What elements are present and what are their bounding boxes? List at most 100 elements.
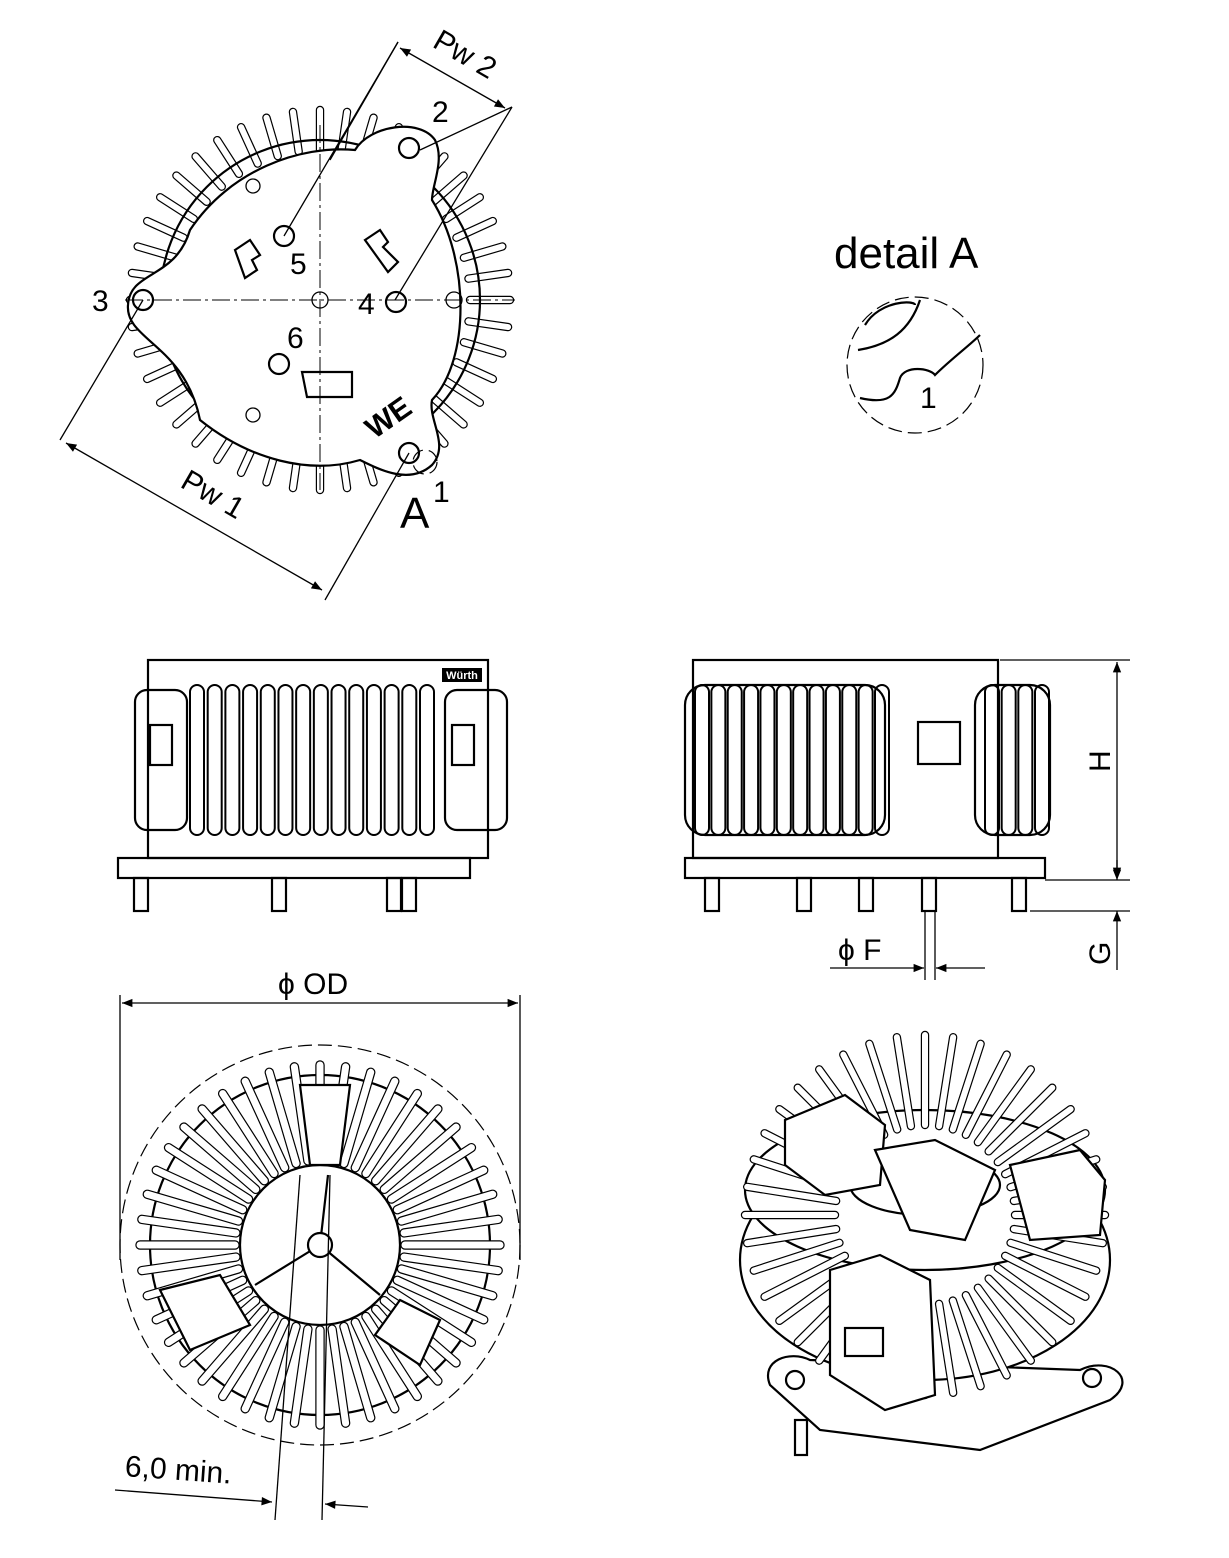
body-outline <box>146 658 490 860</box>
holder-slot <box>148 723 174 767</box>
g-label: G <box>1084 942 1117 965</box>
detail-title: detail A <box>834 229 979 278</box>
pins <box>132 876 418 913</box>
winding-turn <box>206 684 223 836</box>
winding-turn <box>401 684 418 836</box>
pw1-dimension <box>65 442 323 591</box>
brand-label: Würth <box>446 670 478 682</box>
winding-turn <box>238 124 261 167</box>
winding-turn <box>1000 684 1017 836</box>
winding-turn <box>138 1215 240 1237</box>
winding <box>694 684 1050 836</box>
winding-turn <box>365 684 382 836</box>
detail-circle <box>846 296 984 434</box>
winding-turn <box>419 684 435 836</box>
winding-turn <box>372 1105 442 1185</box>
winding-turn <box>460 339 506 357</box>
pin-label-2: 2 <box>432 96 449 129</box>
pins <box>131 136 463 465</box>
winding-turn <box>290 1325 312 1427</box>
extension-line <box>419 106 513 151</box>
winding-turn <box>985 1084 1056 1155</box>
winding-turn <box>744 1226 840 1247</box>
pin-hole <box>1081 1367 1103 1389</box>
winding-turn <box>994 1106 1074 1166</box>
winding-turn <box>726 684 743 836</box>
holder-slot <box>916 720 962 766</box>
min-label: 6,0 min. <box>124 1450 233 1490</box>
winding-turn <box>453 359 496 382</box>
pin <box>1010 876 1028 913</box>
winding-turn <box>761 1252 848 1300</box>
winding-turn <box>694 684 710 836</box>
pw2-label: Pw 2 <box>428 24 502 86</box>
winding-turn <box>340 1068 375 1167</box>
holder-pocket <box>1008 1148 1107 1242</box>
pin <box>400 876 418 913</box>
winding-turn <box>134 243 180 261</box>
winding-turn <box>242 684 259 836</box>
holder-slot <box>300 370 354 399</box>
winding-turn <box>173 172 210 205</box>
extension-line <box>283 41 399 237</box>
holder-pocket <box>783 1093 887 1197</box>
winding-turn <box>750 1239 843 1274</box>
winding-turn <box>962 1051 1010 1138</box>
winding-turn <box>180 1123 260 1193</box>
winding-turn <box>743 684 760 836</box>
winding-turn <box>192 153 225 190</box>
winding-turn <box>241 1318 289 1413</box>
center-hole <box>311 291 329 309</box>
winding-turn <box>936 1300 957 1396</box>
winding-turn <box>398 1190 497 1225</box>
winding-turn <box>857 684 874 836</box>
winding-turn <box>380 1123 460 1193</box>
core-side <box>683 683 887 837</box>
top-view: WE Pw 2 Pw 1 2 5 3 4 6 1 A <box>59 24 515 601</box>
winding-turn <box>259 684 276 836</box>
winding-turn <box>400 1215 502 1237</box>
winding-turn <box>936 1034 957 1130</box>
winding-turn <box>985 1275 1056 1346</box>
winding-turn <box>165 1144 252 1203</box>
pin-ring <box>864 301 917 326</box>
winding-turn <box>388 1144 475 1203</box>
core-side <box>973 683 1052 837</box>
brand-label-plate <box>442 668 482 682</box>
winding-turn <box>219 1313 278 1400</box>
winding-turn <box>465 269 512 282</box>
holder-slot <box>363 228 400 274</box>
core-side <box>133 688 189 832</box>
winding-turn <box>430 395 467 428</box>
winding-turn <box>265 1323 300 1422</box>
winding-turn <box>430 172 467 205</box>
winding-turn <box>290 1063 312 1165</box>
winding-turn <box>157 194 197 222</box>
winding-turn <box>994 1264 1074 1324</box>
plate-edge <box>857 299 922 352</box>
winding-turn <box>792 684 809 836</box>
side-view-side: H G ϕ F <box>683 658 1130 980</box>
pin-1 <box>397 441 421 465</box>
winding-turn <box>949 1297 984 1390</box>
winding-turn <box>841 684 858 836</box>
pins <box>703 876 1028 913</box>
winding-turn <box>1017 684 1034 836</box>
extension-line <box>59 299 144 441</box>
winding-turn <box>962 1292 1010 1379</box>
pin-6 <box>267 352 291 376</box>
winding-turn <box>400 1253 502 1275</box>
winding-turn <box>198 1305 268 1385</box>
winding-turn <box>338 108 351 155</box>
pin <box>270 876 288 913</box>
winding-turn <box>453 218 496 241</box>
winding-turn <box>893 1034 914 1130</box>
winding-turn <box>241 1077 289 1172</box>
winding-turn <box>263 114 281 160</box>
winding-turn <box>328 1325 350 1427</box>
winding-turn <box>974 1066 1034 1146</box>
extension-line <box>274 1174 301 1521</box>
winding-turn <box>1002 1252 1089 1300</box>
pin-label-5: 5 <box>290 248 307 281</box>
pin-label-4: 4 <box>358 288 375 321</box>
